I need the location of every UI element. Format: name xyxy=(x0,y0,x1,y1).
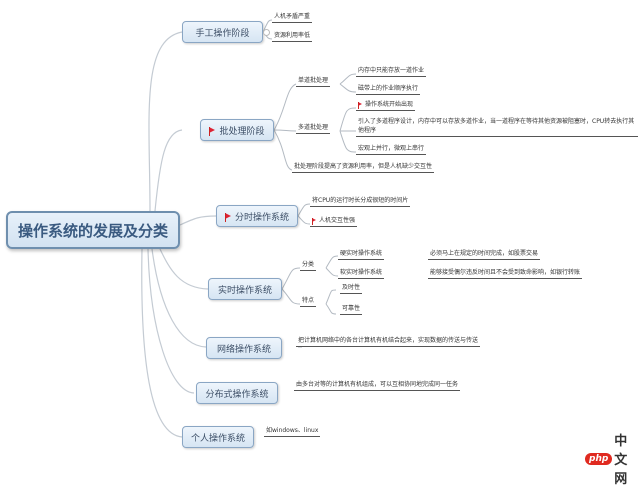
root-label: 操作系统的发展及分类 xyxy=(17,221,168,240)
subbranch-features[interactable]: 特点 xyxy=(300,296,317,307)
branch-label: 分布式操作系统 xyxy=(205,389,269,400)
leaf-node[interactable]: 内存中只能存放一道作业 xyxy=(356,66,427,77)
leaf-node[interactable]: 宏观上并行，微观上串行 xyxy=(356,144,427,155)
leaf-node[interactable]: 如windows、linux xyxy=(264,426,321,437)
leaf-node[interactable]: 磁带上的作业顺序执行 xyxy=(356,84,421,95)
branch-time-sharing[interactable]: 分时操作系统 xyxy=(216,205,298,227)
leaf-node[interactable]: 硬实时操作系统 xyxy=(338,249,385,260)
branch-realtime[interactable]: 实时操作系统 xyxy=(208,278,282,300)
branch-distributed-os[interactable]: 分布式操作系统 xyxy=(196,382,278,404)
flag-icon xyxy=(209,127,216,136)
subbranch-multi-batch[interactable]: 多道批处理 xyxy=(296,123,331,134)
branch-label: 个人操作系统 xyxy=(191,433,246,444)
branch-label: 实时操作系统 xyxy=(217,285,272,296)
root-node[interactable]: 操作系统的发展及分类 xyxy=(6,211,180,249)
leaf-node[interactable]: 由多台对等的计算机有机组成，可以互相协同地完成同一任务 xyxy=(294,380,461,391)
leaf-node[interactable]: 软实时操作系统 xyxy=(338,268,385,279)
branch-label: 网络操作系统 xyxy=(216,344,271,355)
leaf-note[interactable]: 必须马上在规定的时间完成，如股票交易 xyxy=(428,249,541,260)
leaf-node[interactable]: 引入了多道程序设计，内存中可以存放多道作业，当一道程序在等待其他资源被阻塞时，C… xyxy=(356,117,638,137)
flag-icon xyxy=(358,102,362,109)
leaf-note[interactable]: 能够接受偶尔违反时间且不会受到致命影响，如银行转账 xyxy=(428,268,583,279)
connector-lines xyxy=(141,19,357,438)
leaf-node[interactable]: 操作系统开始出现 xyxy=(356,100,416,111)
leaf-node[interactable]: 可靠性 xyxy=(340,304,363,315)
flag-icon xyxy=(225,213,231,222)
leaf-node[interactable]: 把计算机网络中的各台计算机有机结合起来，实现数据的传送与传送 xyxy=(296,336,481,347)
collapse-handle[interactable] xyxy=(263,29,270,36)
branch-network-os[interactable]: 网络操作系统 xyxy=(206,337,282,359)
watermark-text: 中文网 xyxy=(614,434,628,487)
subbranch-classification[interactable]: 分类 xyxy=(300,260,317,271)
flag-icon xyxy=(312,218,316,225)
leaf-node[interactable]: 人机矛盾严重 xyxy=(272,12,313,23)
leaf-node[interactable]: 批处理阶段提高了资源利用率，但是人机缺少交互性 xyxy=(292,162,435,173)
watermark: php 中文网 xyxy=(585,430,640,487)
branch-batch-stage[interactable]: 批处理阶段 xyxy=(200,119,274,141)
branch-manual-stage[interactable]: 手工操作阶段 xyxy=(182,21,263,43)
branch-label: 分时操作系统 xyxy=(235,212,290,223)
leaf-node[interactable]: 人机交互性强 xyxy=(310,216,358,227)
subbranch-single-batch[interactable]: 单道批处理 xyxy=(296,76,331,87)
branch-label: 手工操作阶段 xyxy=(195,28,250,39)
leaf-node[interactable]: 资源利用率低 xyxy=(272,31,313,42)
leaf-node[interactable]: 及时性 xyxy=(340,283,363,294)
branch-label: 批处理阶段 xyxy=(219,126,265,137)
branch-personal-os[interactable]: 个人操作系统 xyxy=(182,426,254,448)
leaf-node[interactable]: 将CPU的运行时长分成很短的时间片 xyxy=(310,196,411,207)
php-logo: php xyxy=(585,452,613,465)
